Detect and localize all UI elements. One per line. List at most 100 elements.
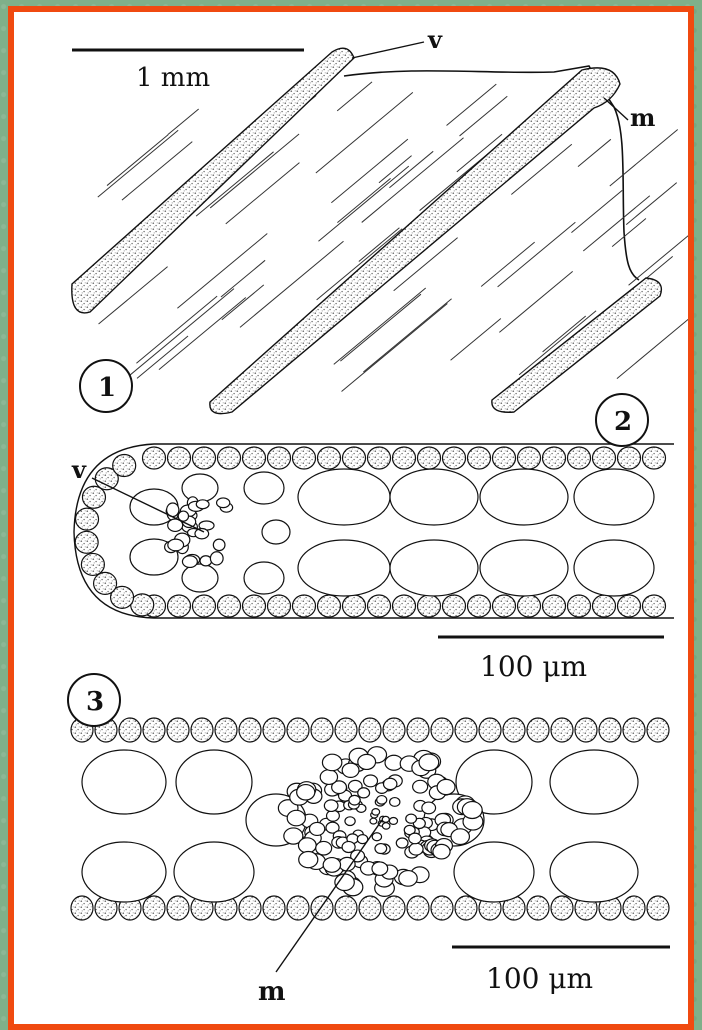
figure-3-cross-section-midrib: m 3 100 μm	[68, 674, 678, 1007]
epidermis-cell	[218, 447, 241, 469]
epidermis-cell	[287, 718, 309, 742]
mesophyll-cell	[480, 469, 568, 525]
hatch-line	[316, 92, 413, 173]
vascular-cell	[195, 529, 209, 539]
midrib-cell	[358, 754, 376, 769]
epidermis-cell	[407, 718, 429, 742]
leader-v	[352, 42, 424, 58]
epidermis-cell	[431, 718, 453, 742]
midrib-cell	[370, 818, 377, 824]
epidermis-cell	[468, 447, 491, 469]
epidermis-cell	[293, 595, 316, 617]
epidermis-cell	[343, 447, 366, 469]
epidermis-cell	[318, 447, 341, 469]
mesophyll-cell	[298, 540, 390, 596]
figure-number-2: 2	[614, 407, 632, 437]
midrib-cell	[390, 798, 400, 807]
mesophyll-cell	[390, 469, 478, 525]
epidermis-cell	[568, 447, 591, 469]
mesophyll-cell	[480, 540, 568, 596]
hatch-line	[136, 296, 217, 363]
epidermis-cell	[518, 447, 541, 469]
epidermis-cell	[418, 447, 441, 469]
mesophyll-cell	[176, 750, 252, 814]
epidermis-cell	[239, 718, 261, 742]
epidermis-cell	[243, 595, 266, 617]
epidermis-cell	[143, 896, 165, 920]
epidermis-cell	[311, 718, 333, 742]
hatch-line	[498, 222, 576, 287]
epidermis-cell	[593, 447, 616, 469]
epidermis-cell	[551, 896, 573, 920]
epidermis-cell	[368, 447, 391, 469]
figure-number-3: 3	[86, 687, 104, 717]
epidermis-cell	[318, 595, 341, 617]
hatch-line	[221, 260, 265, 297]
epidermis-cell	[543, 447, 566, 469]
epidermis-cell	[468, 595, 491, 617]
epidermis-cell	[243, 447, 266, 469]
epidermis-cell	[263, 718, 285, 742]
epidermis-cell	[268, 447, 291, 469]
midrib-cell	[382, 816, 389, 822]
hatch-line	[222, 285, 264, 320]
hatch-line	[226, 163, 300, 224]
vascular-cell	[213, 539, 225, 551]
scale-label-fig3: 100 μm	[486, 962, 593, 995]
tip-cell	[244, 562, 284, 594]
tip-cell	[182, 564, 218, 592]
mesophyll-cell	[82, 750, 166, 814]
epidermis-cell	[479, 718, 501, 742]
botanical-illustration: 1 mm v m 1 v 2 100 μm m 3	[14, 12, 688, 1024]
epidermis-cell	[623, 896, 645, 920]
epidermis-cell	[575, 718, 597, 742]
epidermis-cell	[618, 595, 641, 617]
vein-left	[72, 48, 354, 313]
epidermis-cell	[543, 595, 566, 617]
epidermis-cell	[443, 447, 466, 469]
epidermis-cell	[618, 447, 641, 469]
midrib-cell	[349, 795, 360, 805]
vascular-cell	[168, 539, 184, 551]
epidermis-cell	[643, 595, 666, 617]
mesophyll-cell	[82, 842, 166, 902]
vein-right	[492, 278, 662, 412]
midrib-cell	[462, 802, 482, 819]
midrib-cell	[399, 871, 417, 887]
midrib-cell	[299, 851, 318, 867]
mesophyll-cell	[550, 750, 638, 814]
midrib-cell	[377, 796, 387, 805]
epidermis-cell	[568, 595, 591, 617]
epidermis-cell	[76, 508, 99, 530]
hatch-line	[177, 234, 267, 309]
midrib-cell	[372, 862, 388, 875]
mesophyll-cell	[550, 842, 638, 902]
hatch-line	[137, 336, 188, 378]
midrib-cell	[297, 785, 315, 800]
midrib-cell	[389, 817, 397, 824]
epidermis-cell	[359, 896, 381, 920]
epidermis-cell	[215, 718, 237, 742]
epidermis-cell	[143, 718, 165, 742]
hatch-line	[626, 183, 677, 225]
label-v-fig1: v	[427, 25, 443, 54]
epidermis-cell	[75, 531, 98, 553]
hatch-line	[610, 130, 678, 186]
midrib-cell	[419, 754, 439, 771]
midrib-cell	[384, 778, 397, 789]
label-m-fig1: m	[630, 103, 655, 132]
epidermis-cell	[599, 718, 621, 742]
epidermis-cell	[263, 896, 285, 920]
epidermis-cell	[168, 595, 191, 617]
midrib-cell	[433, 844, 450, 859]
tip-cell	[262, 520, 290, 544]
hatch-line	[447, 84, 497, 125]
vascular-cell	[217, 498, 230, 508]
midrib-cell	[396, 838, 408, 848]
epidermis-cell	[455, 718, 477, 742]
epidermis-cell	[418, 595, 441, 617]
midrib-cell	[298, 838, 316, 853]
hatch-line	[337, 178, 390, 222]
midrib-cell	[358, 788, 370, 798]
hatch-line	[460, 96, 508, 136]
